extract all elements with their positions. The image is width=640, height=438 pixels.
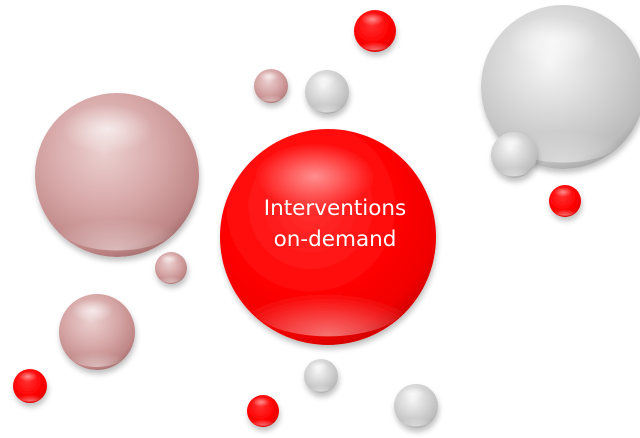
bubble-grey-small-bottom [304,359,338,393]
bubble-red-small-right [549,185,581,217]
bubble-grey-small-right [491,132,537,178]
bubble-red-bottom [247,395,279,427]
bubble-red-bottom-left [13,369,47,403]
bubble-grey-bottom [394,384,438,428]
center-label-line1: Interventions [263,196,407,221]
bubble-red-top [354,10,396,52]
bubble-rose-small-mid [155,252,187,284]
center-label-line2: on-demand [273,227,397,252]
bubble-rose-medium [59,294,135,370]
bubble-red-center [220,129,436,345]
bubble-rose-large [35,93,199,257]
bubble-rose-small-top [254,69,288,103]
bubble-grey-small-top [305,70,349,114]
center-bubble-label: Interventions on-demand [237,193,433,255]
